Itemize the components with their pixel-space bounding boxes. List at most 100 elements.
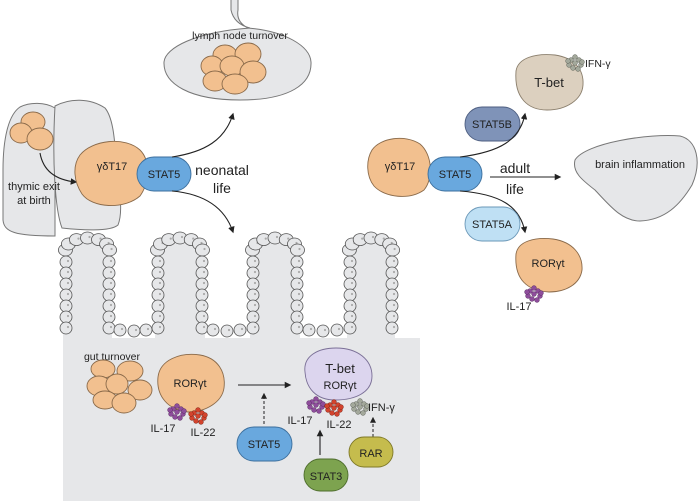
epithelial-cell [59, 321, 73, 335]
cell-nucleus [264, 237, 267, 240]
cell-nucleus [350, 270, 354, 274]
stat3-badge: STAT3 [303, 458, 349, 492]
cytokine-particle [316, 408, 322, 414]
cell-nucleus [253, 270, 257, 274]
epithelial-cell [290, 255, 304, 269]
epithelial-cell [246, 266, 260, 280]
cytokine-particle [570, 65, 576, 71]
cell-nucleus [169, 237, 172, 240]
cell-nucleus [109, 325, 113, 329]
cytokine-particle [531, 285, 537, 291]
brain-region: brain inflammation [573, 134, 698, 222]
cell-nucleus [392, 281, 396, 285]
lymph-node-label: lymph node turnover [192, 30, 288, 42]
cell-nucleus [66, 303, 70, 307]
gut-rorgt-cell: RORγt [157, 353, 225, 413]
right-stat5-badge: STAT5 [427, 156, 483, 192]
epithelial-cell [102, 310, 116, 324]
cell-nucleus [392, 303, 396, 307]
cell-nucleus [180, 235, 184, 239]
cell-nucleus [109, 270, 113, 274]
cytokine-particle [572, 54, 578, 60]
epithelial-cell [195, 255, 209, 269]
lymph-node-cell-cluster [200, 42, 267, 95]
adult-label-line2: life [506, 181, 524, 197]
stat5b-badge: STAT5B [464, 106, 521, 142]
adult-label-line1: adult [500, 160, 530, 176]
stat3-label: STAT3 [310, 471, 343, 483]
cytokine-particle [195, 407, 201, 413]
rar-label: RAR [359, 448, 382, 460]
cell-nucleus [109, 281, 113, 285]
cell-nucleus [275, 235, 279, 239]
cell-nucleus [390, 241, 393, 245]
cell-nucleus [66, 292, 70, 296]
left-gdt17-label: γδT17 [97, 161, 128, 173]
cell-nucleus [253, 281, 257, 285]
epithelial-cell [316, 324, 330, 338]
cytokine-particle [193, 418, 199, 424]
epithelial-cell [343, 255, 357, 269]
cell-nucleus [158, 314, 162, 318]
cell-nucleus [202, 270, 206, 274]
epithelial-cell [246, 299, 260, 313]
epithelial-cell [385, 288, 399, 302]
cell-nucleus [88, 235, 91, 239]
cytokine-particle [188, 411, 194, 417]
cell-nucleus [158, 303, 162, 307]
cell-nucleus [202, 314, 206, 318]
cell-nucleus [202, 303, 206, 307]
gut-turnover-label: gut turnover [84, 351, 141, 363]
cell-nucleus [158, 325, 162, 329]
epithelial-cell [139, 323, 153, 337]
cytokine-particle [198, 419, 204, 425]
cytokine-particle [575, 66, 581, 72]
epithelial-cell [59, 310, 73, 324]
epithelial-cell [195, 243, 210, 257]
left-stat5-badge: STAT5 [136, 156, 192, 192]
epithelial-cell [290, 277, 304, 291]
cytokine-particle [565, 58, 571, 64]
villus-epithelium [58, 231, 401, 338]
gut-il17-label-2: IL-17 [287, 415, 312, 427]
cytokine-particle [529, 296, 535, 302]
brain-label: brain inflammation [595, 159, 685, 171]
epithelial-cell [195, 288, 209, 302]
il22-cytokine-cluster-2 [324, 399, 344, 417]
epithelial-cell [385, 266, 399, 280]
cell-nucleus [393, 247, 396, 251]
cell-nucleus [66, 270, 70, 274]
neonatal-label-line1: neonatal [195, 162, 249, 178]
cell-nucleus [202, 259, 206, 263]
cell-nucleus [227, 328, 231, 332]
cell-nucleus [350, 292, 354, 296]
cytokine-particle [355, 409, 361, 415]
cytokine-particle [538, 290, 544, 296]
cytokine-particle [311, 407, 317, 413]
epithelial-cell [59, 266, 73, 280]
cell-nucleus [392, 314, 396, 318]
thymus-label-line2: at birth [17, 195, 51, 207]
epithelial-cell [385, 321, 399, 335]
right-ifng-label: IFN-γ [585, 58, 611, 70]
cytokine-particle [357, 398, 363, 404]
cytokine-particle [172, 414, 178, 420]
cell-nucleus [253, 325, 257, 329]
left-gdt17-cell: γδT17 [74, 140, 148, 206]
epithelial-cell [127, 324, 141, 338]
right-gdt17-label: γδT17 [385, 161, 416, 173]
cell-nucleus [392, 259, 396, 263]
cell-nucleus [66, 259, 70, 263]
right-rorgt-cell: RORγt [515, 238, 583, 293]
epithelial-cell [290, 288, 304, 302]
epithelial-cell [195, 310, 209, 324]
cell-nucleus [66, 281, 70, 285]
cytokine-particle [360, 410, 366, 416]
cytokine-particle [357, 404, 363, 410]
cytokine-particle [195, 413, 201, 419]
epithelial-cell [302, 323, 316, 337]
cell-nucleus [350, 314, 354, 318]
cell-nucleus [392, 325, 396, 329]
gut-il22-label: IL-22 [190, 427, 215, 439]
